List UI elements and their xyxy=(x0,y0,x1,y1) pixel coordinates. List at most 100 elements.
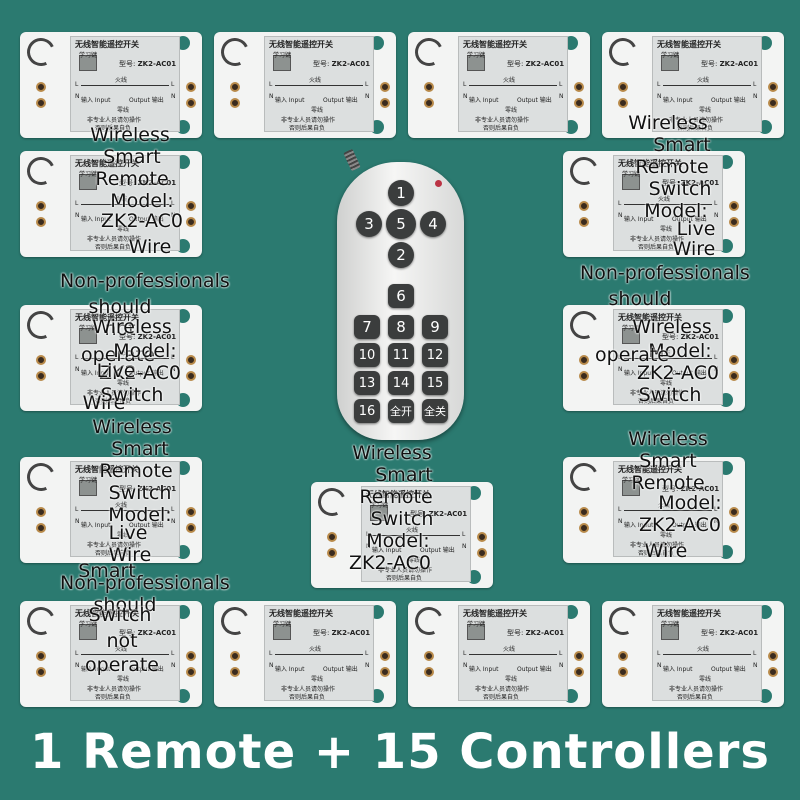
overlay-text: Live xyxy=(108,522,148,544)
controller-title: 无线智能遥控开关 xyxy=(618,159,682,168)
model-label: 型号: ZK2-AC01 xyxy=(410,509,467,519)
wire-line xyxy=(81,510,169,511)
live-wire-label: 火线 xyxy=(309,646,322,653)
n-label: N xyxy=(171,93,176,100)
overlay-text: should xyxy=(93,594,157,616)
live-wire-label: 火线 xyxy=(115,196,128,203)
hanging-hook-icon xyxy=(411,603,447,639)
l-label: L xyxy=(559,81,563,88)
terminal-screw-icon xyxy=(477,532,487,542)
input-label: 输入 Input xyxy=(663,666,693,673)
controller-module: 无线智能遥控开关 学习键 型号: ZK2-AC01 火线 L L N N 输入 … xyxy=(20,32,202,138)
overlay-text: Remote xyxy=(635,156,709,178)
terminal-screw-icon xyxy=(729,523,739,533)
learn-button-icon xyxy=(661,624,679,640)
model-value: ZK2-AC01 xyxy=(680,179,720,187)
terminal-screw-icon xyxy=(424,667,434,677)
input-label: 输入 Input xyxy=(81,666,111,673)
learn-button-icon xyxy=(467,624,485,640)
input-label: 输入 Input xyxy=(275,666,305,673)
warning-label-2: 否则后果自负 xyxy=(289,694,326,701)
n-label: N xyxy=(618,212,623,219)
terminal-screw-icon xyxy=(230,667,240,677)
overlay-text: ZK2-AC0 xyxy=(348,552,432,574)
remote-key: 2 xyxy=(388,242,414,268)
input-label: 输入 Input xyxy=(275,97,305,104)
model-label: 型号: ZK2-AC01 xyxy=(701,628,758,638)
model-caption: 型号: xyxy=(119,485,136,493)
wire-line xyxy=(81,85,169,86)
learn-label: 学习键 xyxy=(622,477,641,484)
wire-line xyxy=(81,204,169,205)
input-label: 输入 Input xyxy=(469,666,499,673)
warning-label-2: 否则后果自负 xyxy=(638,398,675,405)
remote-key: 14 xyxy=(388,371,414,395)
controller-module: 无线智能遥控开关 学习键 型号: ZK2-AC01 火线 L L N N 输入 … xyxy=(602,32,784,138)
neutral-label: 零线 xyxy=(505,107,518,114)
output-label: Output 输出 xyxy=(420,547,455,554)
warning-label-2: 否则后果自负 xyxy=(638,550,675,557)
learn-label: 学习键 xyxy=(370,502,389,509)
wire-line xyxy=(663,654,751,655)
n-label: N xyxy=(462,543,467,550)
terminal-screw-icon xyxy=(574,98,584,108)
label-panel: 无线智能遥控开关 学习键 型号: ZK2-AC01 火线 L L N N 输入 … xyxy=(652,36,762,132)
label-panel: 无线智能遥控开关 学习键 型号: ZK2-AC01 火线 L L N N 输入 … xyxy=(613,461,723,557)
live-wire-label: 火线 xyxy=(115,77,128,84)
learn-label: 学习键 xyxy=(622,325,641,332)
output-label: Output 输出 xyxy=(129,370,164,377)
n-label: N xyxy=(618,366,623,373)
overlay-text: Wireless xyxy=(92,416,172,438)
l-label: L xyxy=(171,200,175,207)
terminal-screw-icon xyxy=(477,548,487,558)
input-label: 输入 Input xyxy=(624,522,654,529)
overlay-text: Remote xyxy=(95,168,169,190)
learn-label: 学习键 xyxy=(79,621,98,628)
wire-line xyxy=(81,654,169,655)
learn-label: 学习键 xyxy=(273,52,292,59)
label-panel: 无线智能遥控开关 学习键 型号: ZK2-AC01 火线 L L N N 输入 … xyxy=(458,36,568,132)
input-label: 输入 Input xyxy=(469,97,499,104)
overlay-text: ZK2-AC0 xyxy=(638,514,722,536)
neutral-label: 零线 xyxy=(117,226,130,233)
output-label: Output 输出 xyxy=(672,370,707,377)
overlay-text: Smart xyxy=(375,464,433,486)
terminal-screw-icon xyxy=(618,82,628,92)
model-value: ZK2-AC01 xyxy=(137,485,177,493)
overlay-text: Smart xyxy=(653,134,711,156)
model-value: ZK2-AC01 xyxy=(719,629,759,637)
overlay-text: Non-professionals xyxy=(580,262,750,284)
n-label: N xyxy=(559,93,564,100)
neutral-label: 零线 xyxy=(660,380,673,387)
terminal-screw-icon xyxy=(186,217,196,227)
l-label: L xyxy=(365,81,369,88)
terminal-screw-icon xyxy=(186,523,196,533)
n-label: N xyxy=(365,662,370,669)
overlay-text: Wireless xyxy=(352,442,432,464)
learn-button-icon xyxy=(661,55,679,71)
n-label: N xyxy=(171,518,176,525)
controller-title: 无线智能遥控开关 xyxy=(75,313,139,322)
neutral-label: 零线 xyxy=(699,107,712,114)
n-label: N xyxy=(618,518,623,525)
remote-key: 13 xyxy=(354,371,380,395)
overlay-text: Wireless xyxy=(628,428,708,450)
label-panel: 无线智能遥控开关 学习键 型号: ZK2-AC01 火线 L L N N 输入 … xyxy=(70,605,180,701)
terminal-screw-icon xyxy=(36,201,46,211)
live-wire-label: 火线 xyxy=(115,646,128,653)
output-label: Output 输出 xyxy=(672,216,707,223)
overlay-text: Model: xyxy=(644,200,708,222)
terminal-screw-icon xyxy=(618,98,628,108)
learn-label: 学习键 xyxy=(79,52,98,59)
wire-line xyxy=(624,510,712,511)
overlay-text: not xyxy=(106,630,138,652)
n-label: N xyxy=(714,366,719,373)
l-label: L xyxy=(269,81,273,88)
terminal-screw-icon xyxy=(574,651,584,661)
label-panel: 无线智能遥控开关 学习键 型号: ZK2-AC01 火线 L L N N 输入 … xyxy=(458,605,568,701)
neutral-label: 零线 xyxy=(117,532,130,539)
model-value: ZK2-AC01 xyxy=(137,629,177,637)
input-label: 输入 Input xyxy=(81,370,111,377)
hanging-hook-icon xyxy=(566,459,602,495)
l-label: L xyxy=(657,650,661,657)
